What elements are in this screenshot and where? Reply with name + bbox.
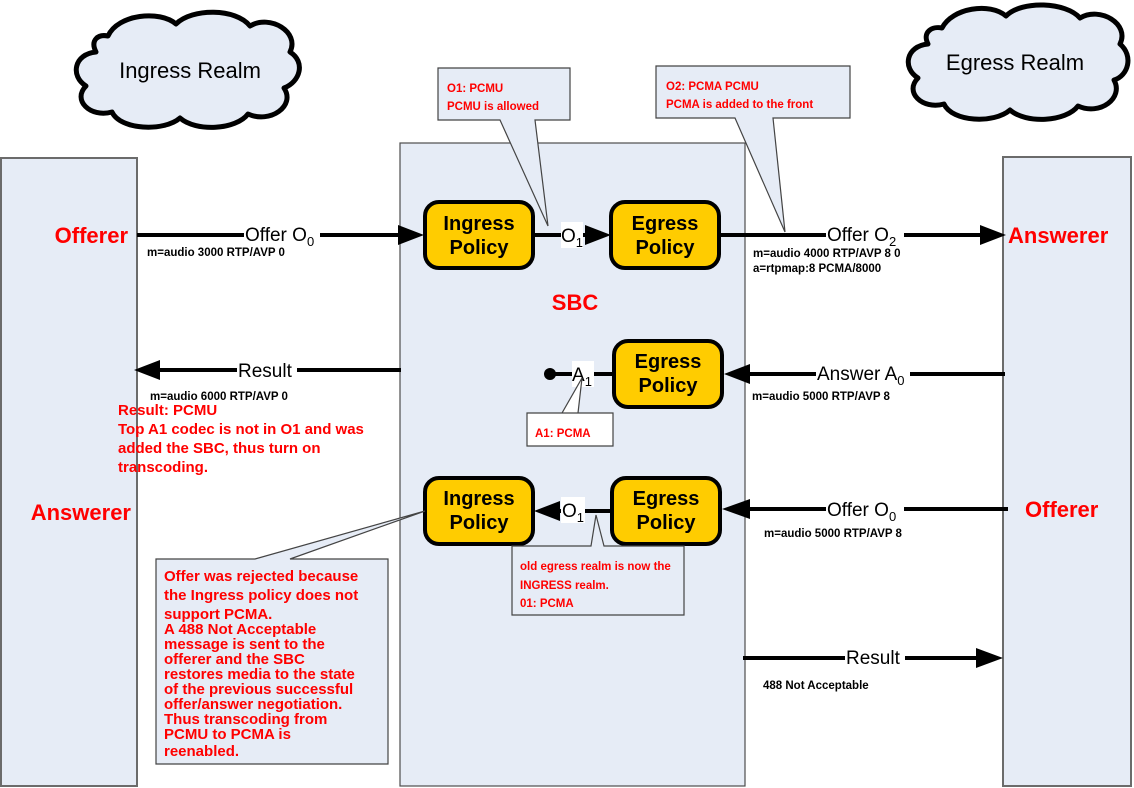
egress-policy-top: Egress Policy — [609, 200, 721, 270]
offer-o2-label: Offer O2 — [827, 225, 896, 249]
svg-text:PCMU to PCMA is: PCMU to PCMA is — [164, 726, 291, 743]
svg-text:Egress: Egress — [635, 351, 702, 373]
svg-text:Offer was rejected because: Offer was rejected because — [164, 568, 358, 585]
svg-text:old egress realm is now the: old egress realm is now the — [520, 561, 671, 573]
svg-text:Result: PCMU: Result: PCMU — [118, 402, 217, 419]
right-endpoint-box — [1002, 156, 1132, 787]
result-right-sdp: 488 Not Acceptable — [763, 680, 869, 692]
left-endpoint-box — [0, 157, 138, 787]
answer-a0-label: Answer A0 — [817, 364, 905, 388]
flow-offer-o0: Offer O0 m=audio 3000 RTP/AVP 0 — [137, 222, 424, 259]
right-answerer-label: Answerer — [1008, 223, 1109, 248]
flow-o1-bottom: O1 — [534, 497, 612, 525]
callout-a1: A1: PCMA — [526, 377, 614, 447]
answer-a0-sdp: m=audio 5000 RTP/AVP 8 — [752, 391, 891, 403]
svg-text:restores media to the state: restores media to the state — [164, 666, 355, 683]
left-offerer-label: Offerer — [55, 223, 129, 248]
callout-rejected: Offer was rejected because the Ingress p… — [155, 510, 426, 765]
arrow-head — [398, 225, 424, 245]
egress-realm-cloud: Egress Realm — [905, 2, 1131, 122]
offer-o2-sdp-2: a=rtpmap:8 PCMA/8000 — [753, 263, 881, 275]
svg-text:Policy: Policy — [639, 375, 699, 397]
svg-text:of the previous successful: of the previous successful — [164, 681, 353, 698]
ingress-policy-top: Ingress Policy — [423, 200, 535, 270]
svg-text:A 488 Not Acceptable: A 488 Not Acceptable — [164, 621, 316, 638]
svg-text:Thus transcoding from: Thus transcoding from — [164, 711, 327, 728]
flow-a1: A1 — [544, 361, 614, 389]
svg-text:offer/answer negotiation.: offer/answer negotiation. — [164, 696, 342, 713]
ingress-realm-label: Ingress Realm — [119, 58, 261, 83]
svg-text:Top A1 codec is not in O1 and: Top A1 codec is not in O1 and was — [118, 421, 364, 438]
offer-o0-label: Offer O0 — [245, 225, 314, 249]
egress-realm-label: Egress Realm — [946, 50, 1084, 75]
svg-text:Egress: Egress — [632, 213, 699, 235]
svg-text:A1: PCMA: A1: PCMA — [535, 428, 591, 440]
o1-top-label: O1 — [561, 226, 583, 250]
callout-o2-line-1: O2: PCMA PCMU — [666, 81, 759, 93]
svg-text:Policy: Policy — [450, 237, 510, 259]
svg-text:Ingress: Ingress — [443, 213, 514, 235]
right-offerer-label: Offerer — [1025, 497, 1099, 522]
offer-o0-reinvite-sdp: m=audio 5000 RTP/AVP 8 — [764, 528, 903, 540]
result-right-label: Result — [846, 648, 901, 669]
egress-policy-bottom: Egress Policy — [610, 476, 722, 546]
svg-text:Policy: Policy — [450, 512, 510, 534]
callout-o1: O1: PCMU PCMU is allowed — [437, 67, 571, 227]
sbc-label: SBC — [552, 290, 599, 315]
flow-result-right: Result 488 Not Acceptable — [743, 645, 1003, 692]
svg-text:added the SBC, thus turn on: added the SBC, thus turn on — [118, 440, 321, 457]
left-answerer-label: Answerer — [31, 500, 132, 525]
svg-text:message is sent to the: message is sent to the — [164, 636, 325, 653]
offer-o0-sdp: m=audio 3000 RTP/AVP 0 — [147, 247, 285, 259]
svg-text:01: PCMA: 01: PCMA — [520, 598, 574, 610]
svg-text:reenabled.: reenabled. — [164, 743, 239, 760]
offer-o2-sdp-1: m=audio 4000 RTP/AVP 8 0 — [753, 248, 901, 260]
offer-o0-reinvite-label: Offer O0 — [827, 500, 896, 524]
svg-text:offerer and the SBC: offerer and the SBC — [164, 651, 305, 668]
result-left-label: Result — [238, 361, 293, 382]
svg-text:Policy: Policy — [636, 237, 696, 259]
svg-text:Egress: Egress — [633, 488, 700, 510]
callout-o1-line-1: O1: PCMU — [447, 83, 503, 95]
svg-text:support PCMA.: support PCMA. — [164, 606, 272, 623]
flow-o1-top: O1 — [533, 222, 611, 250]
endpoint-dot — [544, 368, 556, 380]
result-note: Result: PCMU Top A1 codec is not in O1 a… — [118, 402, 364, 476]
ingress-realm-cloud: Ingress Realm — [73, 9, 302, 130]
egress-policy-middle: Egress Policy — [612, 339, 724, 409]
callout-o2: O2: PCMA PCMU PCMA is added to the front — [655, 65, 851, 233]
svg-text:Ingress: Ingress — [443, 488, 514, 510]
callout-old-egress: old egress realm is now the INGRESS real… — [511, 514, 685, 616]
result-left-sdp: m=audio 6000 RTP/AVP 0 — [150, 391, 288, 403]
svg-text:transcoding.: transcoding. — [118, 459, 208, 476]
svg-text:the Ingress policy does not: the Ingress policy does not — [164, 587, 358, 604]
ingress-policy-bottom: Ingress Policy — [423, 476, 535, 546]
flow-offer-o0-reinvite: Offer O0 m=audio 5000 RTP/AVP 8 — [722, 497, 1008, 540]
flow-answer-a0: Answer A0 m=audio 5000 RTP/AVP 8 — [724, 361, 1005, 403]
flow-result-left: Result m=audio 6000 RTP/AVP 0 — [134, 357, 401, 403]
svg-text:Policy: Policy — [637, 512, 697, 534]
flow-offer-o2: Offer O2 m=audio 4000 RTP/AVP 8 0 a=rtpm… — [719, 222, 1006, 275]
callout-o2-line-2: PCMA is added to the front — [666, 99, 813, 111]
svg-text:INGRESS realm.: INGRESS realm. — [520, 580, 609, 592]
callout-o1-line-2: PCMU is allowed — [447, 101, 539, 113]
o1-bottom-label: O1 — [562, 501, 584, 525]
